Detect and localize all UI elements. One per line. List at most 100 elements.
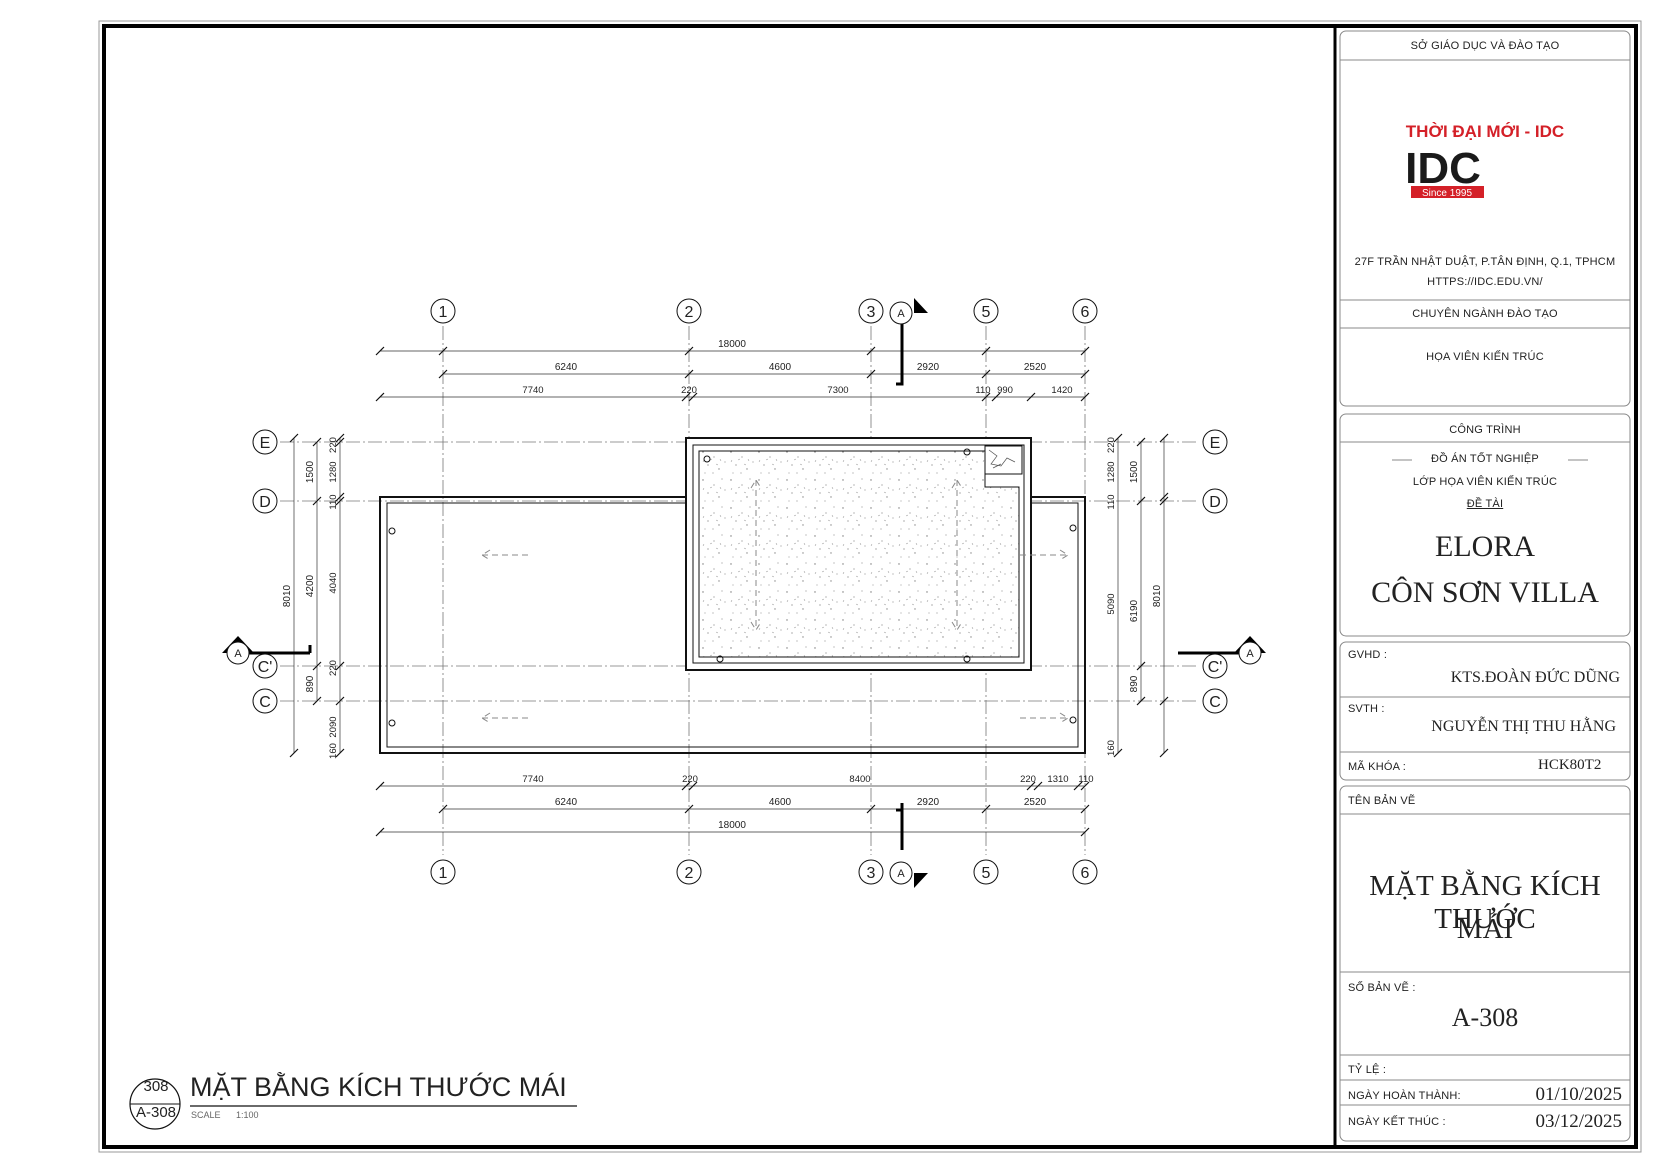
grid-y-left-bubble xyxy=(252,688,278,714)
website-text: HTTPS://IDC.EDU.VN/ xyxy=(1427,276,1543,288)
dimension-text: 160 xyxy=(1106,740,1117,756)
grid-x-6-top-bubble xyxy=(1072,298,1098,324)
department-label: SỞ GIÁO DỤC VÀ ĐÀO TẠO xyxy=(1410,40,1560,52)
dimension-text: 160 xyxy=(328,743,339,759)
title-bubble-bottom: A-308 xyxy=(135,1104,177,1121)
scale-label: TỶ LỆ : xyxy=(1348,1064,1387,1076)
dimension-text: 220 xyxy=(681,385,697,396)
title-bubble-top: 308 xyxy=(143,1078,169,1095)
section-label: A xyxy=(897,868,905,880)
grid-y-left-bubble xyxy=(252,429,278,455)
grid-y-right-label: D xyxy=(1209,494,1221,511)
major-label: CHUYÊN NGÀNH ĐÀO TẠO xyxy=(1412,308,1558,320)
grid-y-left-label: C xyxy=(259,694,271,711)
grid-x-5-top-label: 5 xyxy=(982,304,991,321)
dimension-text: 890 xyxy=(1129,675,1140,692)
dimension-text: 890 xyxy=(305,675,316,692)
grid-x-1-top-bubble xyxy=(430,298,456,324)
logo-since: Since 1995 xyxy=(1422,188,1472,199)
address-text: 27F TRẦN NHẬT DUẬT, P.TÂN ĐỊNH, Q.1, TPH… xyxy=(1354,256,1616,268)
grid-y-right-label: C' xyxy=(1208,659,1223,676)
grid-y-left-label: D xyxy=(259,494,271,511)
dimension-text: 2520 xyxy=(1024,797,1047,808)
major-value: HỌA VIÊN KIẾN TRÚC xyxy=(1426,351,1544,363)
project-name2: CÔN SƠN VILLA xyxy=(1371,576,1599,609)
title-bubble xyxy=(129,1078,577,1130)
grid-x-5-bottom-label: 5 xyxy=(982,865,991,882)
dimension-text: 110 xyxy=(328,494,339,509)
dimension-text: 8010 xyxy=(282,584,293,607)
drawing-name2: MÁI xyxy=(1456,913,1514,945)
dimension-text: 7740 xyxy=(522,774,543,785)
dimension-text: 1280 xyxy=(1106,461,1117,482)
date-done: 01/10/2025 xyxy=(1535,1084,1622,1105)
grid-x-5-bottom-bubble xyxy=(973,859,999,885)
dimension-lines xyxy=(293,350,1165,833)
grid-x-1-top-label: 1 xyxy=(439,304,448,321)
grid-x-3-bottom-bubble xyxy=(858,859,884,885)
dimension-text: 110 xyxy=(1106,494,1117,509)
dimension-text: 220 xyxy=(1020,774,1036,785)
dimension-text: 7740 xyxy=(522,385,543,396)
dimension-text: 220 xyxy=(682,774,698,785)
idc-logo: IDC Since 1995 xyxy=(1405,144,1484,199)
grid-y-left-bubble xyxy=(252,653,278,679)
dimension-text: 990 xyxy=(997,385,1013,396)
sheet-no-label: SỐ BẢN VẼ : xyxy=(1348,982,1416,994)
dimension-text: 18000 xyxy=(718,339,746,350)
dimension-text: 4600 xyxy=(769,797,792,808)
inner-border xyxy=(102,24,1638,1149)
grid-y-left-label: E xyxy=(260,435,271,452)
dimension-text: 5090 xyxy=(1106,593,1117,614)
dimension-ticks xyxy=(289,346,1169,837)
grid-y-right-bubble xyxy=(1202,653,1228,679)
dimension-text: 4040 xyxy=(328,572,339,593)
dimension-text: 1280 xyxy=(328,461,339,482)
dimension-text: 220 xyxy=(328,437,339,453)
course-label: MÃ KHÓA : xyxy=(1348,761,1407,773)
logo-text: THỜI ĐẠI MỚI - IDC xyxy=(1405,122,1565,141)
dimension-text: 7300 xyxy=(827,385,848,396)
raised-roof xyxy=(685,437,1032,671)
dimension-text: 1500 xyxy=(305,460,316,483)
grid-x-1-bottom-label: 1 xyxy=(439,865,448,882)
project-name1: ELORA xyxy=(1435,530,1535,563)
dimension-text: 220 xyxy=(1106,437,1117,453)
drawing-scale-label: SCALE xyxy=(191,1110,221,1120)
grid-x-5-top-bubble xyxy=(973,298,999,324)
dimension-text: 8400 xyxy=(849,774,870,785)
dimension-text: 1310 xyxy=(1047,774,1068,785)
grid-x-2-top-label: 2 xyxy=(685,304,694,321)
project-label: CÔNG TRÌNH xyxy=(1449,424,1521,436)
dimension-text: 2920 xyxy=(917,797,940,808)
grid-x-6-bottom-bubble xyxy=(1072,859,1098,885)
dimension-text: 6190 xyxy=(1129,599,1140,622)
grid-x-3-top-label: 3 xyxy=(867,304,876,321)
svth-label: SVTH : xyxy=(1348,703,1385,715)
drawing-scale-value: 1:100 xyxy=(236,1110,259,1120)
dimension-text: 220 xyxy=(328,660,339,676)
section-label: A xyxy=(234,648,242,660)
dimension-text: 6240 xyxy=(555,797,578,808)
drawing-title: MẶT BẰNG KÍCH THƯỚC MÁI xyxy=(190,1072,567,1102)
dimension-text: 6240 xyxy=(555,362,578,373)
grid-x-3-top-bubble xyxy=(858,298,884,324)
dimension-text: 2090 xyxy=(328,716,339,737)
dimension-text: 1500 xyxy=(1129,460,1140,483)
section-circle xyxy=(226,641,250,665)
drawing-name-label: TÊN BẢN VẼ xyxy=(1348,795,1416,807)
grid-x-3-bottom-label: 3 xyxy=(867,865,876,882)
section-label: A xyxy=(897,308,905,320)
gvhd-value: KTS.ĐOÀN ĐỨC DŨNG xyxy=(1450,669,1620,686)
dimension-text: 8010 xyxy=(1152,584,1163,607)
dimension-text: 110 xyxy=(1078,774,1093,785)
dimension-text: 1420 xyxy=(1051,385,1072,396)
dimension-text: 2920 xyxy=(917,362,940,373)
grid-y-right-bubble xyxy=(1202,688,1228,714)
section-circle xyxy=(889,861,913,885)
course-value: HCK80T2 xyxy=(1538,757,1602,773)
grid-y-left-bubble xyxy=(252,488,278,514)
dimension-text: 2520 xyxy=(1024,362,1047,373)
roof-plan xyxy=(280,326,1198,855)
